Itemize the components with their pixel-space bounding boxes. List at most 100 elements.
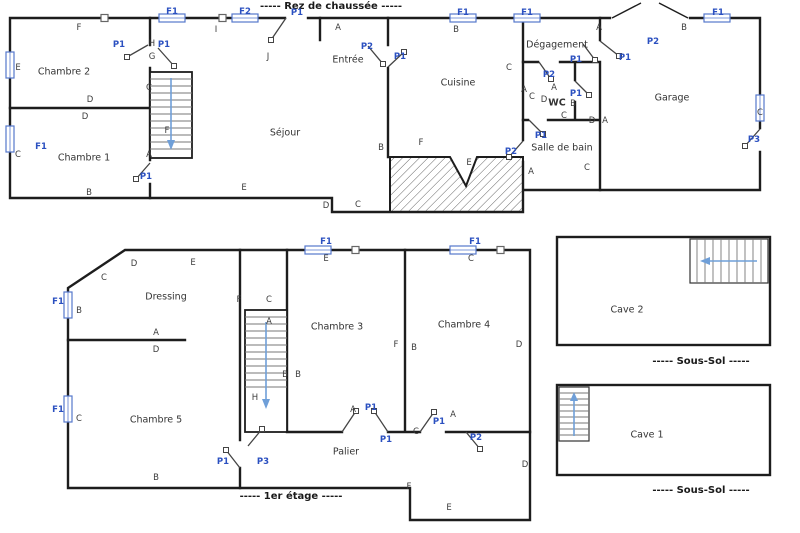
room-label: Dégagement bbox=[526, 39, 588, 51]
arrow-head-icon bbox=[262, 399, 270, 409]
opening-label: F1 bbox=[52, 296, 64, 307]
wall-letter: H bbox=[251, 392, 259, 403]
opening-label: P1 bbox=[290, 7, 304, 18]
wall-letter: D bbox=[322, 200, 330, 211]
wall-letter: F bbox=[76, 22, 82, 33]
wall-letter: E bbox=[190, 257, 196, 268]
stairs-cave2 bbox=[689, 238, 769, 284]
wall-letter: B bbox=[282, 369, 288, 380]
arrow-head-icon bbox=[700, 257, 710, 265]
wall-letter: E bbox=[15, 62, 21, 73]
opening-label: P1 bbox=[139, 171, 153, 182]
ground-floor bbox=[5, 2, 765, 214]
basement1-title: ----- Sous-Sol ----- bbox=[652, 485, 750, 496]
wall-letter: A bbox=[350, 404, 356, 415]
room-label: Dressing bbox=[145, 291, 187, 303]
wall-letter: C bbox=[468, 253, 474, 264]
room-label: Chambre 1 bbox=[57, 152, 111, 164]
garage-door-leaves bbox=[611, 2, 689, 19]
wall-letter: B bbox=[453, 24, 459, 35]
stairs-first bbox=[244, 309, 288, 433]
room-label: Chambre 3 bbox=[310, 321, 364, 333]
room-label: Séjour bbox=[269, 127, 301, 139]
room-label: WC bbox=[548, 97, 566, 109]
opening-label: P1 bbox=[569, 54, 583, 65]
wall-letter: E bbox=[446, 502, 452, 513]
wall-letter: C bbox=[529, 91, 535, 102]
opening-label: P1 bbox=[216, 456, 230, 467]
wall-letter: C bbox=[561, 110, 567, 121]
opening-label: P1 bbox=[364, 402, 378, 413]
wall-letter: H bbox=[148, 38, 156, 49]
room-label: Chambre 5 bbox=[129, 414, 183, 426]
wall-letter: A bbox=[450, 409, 456, 420]
wall-letter: A bbox=[602, 115, 608, 126]
wall-letter: A bbox=[596, 22, 602, 33]
opening-label: P2 bbox=[469, 432, 483, 443]
wall-letter: C bbox=[506, 62, 512, 73]
wall-letter: D bbox=[588, 115, 596, 126]
ground-doors bbox=[124, 17, 761, 182]
opening-label: P1 bbox=[432, 416, 446, 427]
wall-letter: B bbox=[411, 342, 417, 353]
wall-letter: A bbox=[153, 327, 159, 338]
hatched-area bbox=[389, 156, 524, 213]
wall-letter: D bbox=[521, 459, 529, 470]
first-floor bbox=[63, 245, 532, 522]
opening-label: P1 bbox=[112, 39, 126, 50]
wall-letter: B bbox=[378, 142, 384, 153]
opening-label: P2 bbox=[542, 69, 556, 80]
basement bbox=[555, 235, 772, 477]
wall-letter: C bbox=[584, 162, 590, 173]
ground-windows bbox=[5, 13, 765, 153]
arrow-head-icon bbox=[167, 140, 175, 150]
arrow-head-icon bbox=[570, 392, 578, 401]
opening-label: F1 bbox=[457, 7, 469, 18]
ground-inner-walls bbox=[8, 16, 602, 200]
wall-letter: A bbox=[528, 166, 534, 177]
room-label: Cave 1 bbox=[630, 429, 664, 441]
opening-label: P1 bbox=[618, 52, 632, 63]
opening-label: P1 bbox=[534, 130, 548, 141]
wall-letter: E bbox=[241, 182, 247, 193]
opening-label: F1 bbox=[469, 236, 481, 247]
room-label: Cave 2 bbox=[610, 304, 644, 316]
wall-letter: C bbox=[266, 294, 272, 305]
opening-label: F2 bbox=[239, 6, 251, 17]
wall-letter: C bbox=[101, 272, 107, 283]
wall-letter: D bbox=[130, 258, 138, 269]
wall-letter: C bbox=[15, 149, 21, 160]
wall-letter: D bbox=[152, 344, 160, 355]
opening-label: P1 bbox=[393, 51, 407, 62]
opening-label: P3 bbox=[747, 134, 761, 145]
cave2-walls bbox=[555, 235, 772, 347]
opening-label: F1 bbox=[52, 404, 64, 415]
wall-letter: F bbox=[418, 137, 424, 148]
first-outer-walls bbox=[66, 248, 532, 522]
first-windows bbox=[63, 245, 505, 423]
opening-label: P2 bbox=[646, 36, 660, 47]
wall-letter: E bbox=[466, 157, 472, 168]
room-label: Salle de bain bbox=[531, 142, 593, 154]
opening-label: P1 bbox=[157, 39, 171, 50]
stairs-ground bbox=[149, 71, 193, 159]
opening-label: F1 bbox=[712, 7, 724, 18]
wall-letter: C bbox=[355, 199, 361, 210]
wall-letter: B bbox=[681, 22, 687, 33]
wall-letter: D bbox=[515, 339, 523, 350]
wall-letter: C bbox=[413, 426, 419, 437]
wall-letter: B bbox=[86, 187, 92, 198]
wall-letter: F bbox=[393, 339, 399, 350]
wall-letter: D bbox=[81, 111, 89, 122]
opening-label: P2 bbox=[504, 146, 518, 157]
wall-letter: J bbox=[266, 51, 270, 62]
cave1-walls bbox=[555, 383, 772, 477]
basement2-title: ----- Sous-Sol ----- bbox=[652, 356, 750, 367]
wall-letter: C bbox=[76, 413, 82, 424]
ground-floor-title: ----- Rez de chaussée ----- bbox=[259, 1, 403, 12]
opening-label: P1 bbox=[569, 88, 583, 99]
wall-letter: F bbox=[236, 294, 242, 305]
stairs-cave1 bbox=[558, 386, 590, 442]
